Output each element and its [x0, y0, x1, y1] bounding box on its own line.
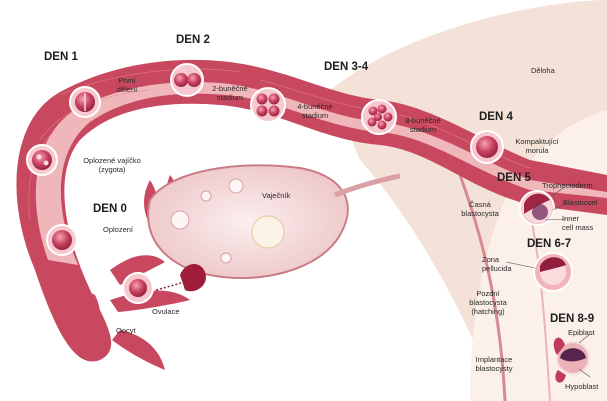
- compacting-line-2: morula: [508, 146, 566, 155]
- first-division-line-2: dělení: [107, 85, 147, 94]
- ovary-label: Vaječník: [262, 191, 290, 200]
- two-cell-line-2: stadium: [205, 93, 255, 102]
- trophectoderm-label: Trophectoderm: [542, 181, 593, 190]
- day-0-label: DEN 0: [93, 203, 127, 216]
- early-blastocyst-label: Časná blastocysta: [458, 200, 502, 218]
- hypoblast-label: Hypoblast: [565, 382, 598, 391]
- zygote-label: Oplozené vajíčko (zygota): [72, 156, 152, 174]
- eight-cell-label: 8-buněčné stadium: [398, 116, 448, 134]
- implantation-line-2: blastocysty: [469, 364, 519, 373]
- early-blastocyst-line-2: blastocysta: [458, 209, 502, 218]
- zygote-cell: [27, 145, 57, 175]
- day-3-4-label: DEN 3-4: [324, 61, 368, 74]
- zygote-line-2: (zygota): [72, 165, 152, 174]
- icm-line-2: cell mass: [562, 223, 593, 232]
- fertilization-cell: [47, 225, 77, 255]
- zona-line-1: Zona: [482, 255, 512, 264]
- day-4-label: DEN 4: [479, 111, 513, 124]
- day-8-9-label: DEN 8-9: [550, 313, 594, 326]
- compacting-morula: [471, 131, 503, 163]
- four-cell-stage: [251, 88, 285, 122]
- eight-cell-line-1: 8-buněčné: [398, 116, 448, 125]
- two-cell-label: 2-buněčné stadium: [205, 84, 255, 102]
- implantation-line-1: Implantace: [469, 355, 519, 364]
- implantation-label: Implantace blastocysty: [469, 355, 519, 373]
- late-blastocyst-line-1: Pozdní: [463, 289, 513, 298]
- fertilization-label: Oplození: [103, 225, 133, 234]
- inner-cell-mass-label: Inner cell mass: [562, 214, 593, 232]
- blastocoel-label: Blastocoel: [563, 198, 598, 207]
- two-cell-line-1: 2-buněčné: [205, 84, 255, 93]
- ruptured-follicle: [180, 264, 206, 291]
- day-6-7-label: DEN 6-7: [527, 238, 571, 251]
- epiblast-label: Epiblast: [568, 328, 595, 337]
- uterus-label: Děloha: [531, 66, 555, 75]
- eight-cell-stage: [362, 100, 396, 134]
- zona-pellucida-label: Zona pellucida: [482, 255, 512, 273]
- zygote-line-1: Oplozené vajíčko: [72, 156, 152, 165]
- day-2-label: DEN 2: [176, 34, 210, 47]
- compacting-line-1: Kompaktující: [508, 137, 566, 146]
- ovulation-label: Ovulace: [152, 307, 180, 316]
- two-cell-stage: [171, 64, 203, 96]
- late-blastocyst: [534, 253, 572, 291]
- late-blastocyst-line-2: blastocysta: [463, 298, 513, 307]
- oocyte-label: Oocyt: [116, 326, 136, 335]
- late-blastocyst-line-3: (hatching): [463, 307, 513, 316]
- zona-line-2: pellucida: [482, 264, 512, 273]
- late-blastocyst-label: Pozdní blastocysta (hatching): [463, 289, 513, 316]
- four-cell-line-1: 4-buněčné: [289, 102, 341, 111]
- oocyte-cell: [123, 273, 153, 303]
- first-division-cell: [70, 87, 100, 117]
- day-5-label: DEN 5: [497, 172, 531, 185]
- first-division-line-1: První: [107, 76, 147, 85]
- day-1-label: DEN 1: [44, 51, 78, 64]
- four-cell-line-2: stadium: [289, 111, 341, 120]
- icm-line-1: Inner: [562, 214, 593, 223]
- early-blastocyst-line-1: Časná: [458, 200, 502, 209]
- compacting-morula-label: Kompaktující morula: [508, 137, 566, 155]
- four-cell-label: 4-buněčné stadium: [289, 102, 341, 120]
- eight-cell-line-2: stadium: [398, 125, 448, 134]
- first-division-label: První dělení: [107, 76, 147, 94]
